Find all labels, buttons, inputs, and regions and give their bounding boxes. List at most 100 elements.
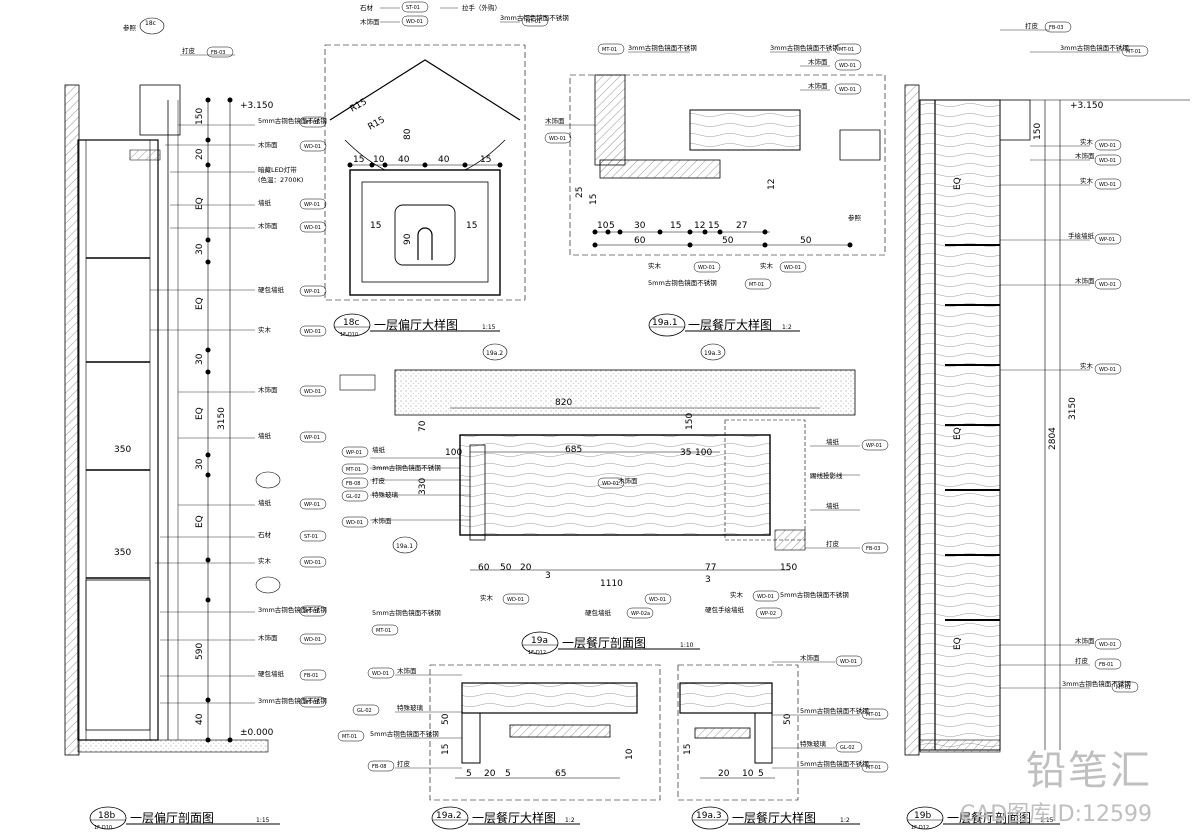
dim-685: 685 [565,445,582,455]
dim-20: 20 [195,148,205,160]
dim-330: 330 [418,478,428,495]
tag-wd01: WD-01 [372,671,389,677]
label-solid: 实木 [1080,361,1094,370]
label-stone: 石材 [258,530,272,539]
callout-18c: 18c [145,20,156,27]
tag-mt01: MT-01 [866,765,881,771]
dim-50: 50 [500,563,512,573]
dim-15: 15 [708,221,719,231]
dim-15: 15 [441,744,451,755]
tag-gl02: GL-02 [357,708,372,714]
label-wp: 墙纸 [258,431,272,440]
title-18c-id: 18c [343,318,359,328]
dim-12: 12 [694,221,705,231]
title-19a3-id: 19a.3 [696,811,722,821]
tag-wd01: WD-01 [839,63,856,69]
detail-18c: 15 10 40 40 15 80 90 15 15 R15 R15 石材 木饰… [324,1,569,301]
label-baseline: 踢线投影线 [810,471,843,480]
label-wood: 木饰面 [808,81,828,90]
dim-15: 15 [353,155,364,165]
title-19a1-name: 一层餐厅大样图 [688,317,772,332]
label-special-glass: 特殊玻璃 [372,490,399,499]
dim-10: 10 [373,155,385,165]
tag-wd01: WD-01 [406,19,423,25]
label-wood: 木饰面 [1075,636,1095,645]
tag-wd01: WD-01 [304,329,321,335]
title-18b-id: 18b [98,811,115,821]
dim-5: 5 [466,769,472,779]
dim-350: 350 [114,445,131,455]
dim-eq: EQ [953,177,963,190]
detail-19a2: 5 20 5 65 50 15 10 木饰面 特殊玻璃 5mm古铜色镜面不锈钢 … [337,664,661,801]
tag-wd01: WD-01 [304,389,321,395]
tag-wd01: WD-01 [304,637,321,643]
dim-3: 3 [545,571,551,581]
label-solid: 实木 [1080,137,1094,146]
tag-mt01: MT-01 [304,700,319,706]
label-brass: 5mm古铜色镜面不锈钢 [258,116,327,125]
tag-wd01: WD-01 [757,594,774,600]
callout-19a3: 19a.3 [704,350,721,357]
detail-19a1: 10 5 30 15 12 15 27 60 50 50 25 15 12 3m… [544,43,886,290]
elevation-18b: 150 20 EQ 30 EQ 30 EQ 30 EQ 590 40 3150 … [64,17,327,756]
dim-10: 10 [742,769,754,779]
label-brass: 3mm古铜色镜面不锈钢 [372,463,441,472]
dim-350: 350 [114,548,131,558]
dim-50: 50 [783,713,793,725]
label-solid: 实木 [648,261,662,270]
tag-fb01: FB-01 [304,673,318,679]
tag-wp01: WP-01 [304,435,320,441]
dim-r15: R15 [367,115,387,133]
label-wood: 木饰面 [258,385,278,394]
label-led-color: (色温：2700K) [258,175,303,184]
title-18b-ref: 1F-D10 [94,825,112,831]
title-blocks [89,313,1060,830]
tag-wd01: WD-01 [304,560,321,566]
title-19b-name: 一层餐厅剖面图 [947,810,1031,825]
tag-wd01: WD-01 [839,87,856,93]
title-18c-ref: 1F-D10 [340,332,358,338]
tag-mt01: MT-01 [346,467,361,473]
title-19b-scale: 1:15 [1040,817,1054,824]
dim-eq: EQ [195,407,205,420]
tag-wd01: WD-01 [1099,143,1116,149]
title-19b-ref: 1F-D12 [911,825,929,831]
label-hwp: 硬包墙纸 [258,669,285,678]
label-wp: 墙纸 [826,437,840,446]
title-19a1-scale: 1:2 [782,324,792,331]
label-brass: 5mm古铜色镜面不锈钢 [648,278,717,287]
label-solid: 实木 [760,261,774,270]
dim-77: 77 [705,563,716,573]
dim-90: 90 [403,233,413,245]
dim-5: 5 [505,769,511,779]
label-led: 暗藏LED灯带 [258,165,297,174]
title-19a-ref: 1F-D12 [528,650,546,656]
label-ref: 参照 [123,23,137,32]
tag-wp02: WP-02 [760,611,776,617]
tag-st01: ST-01 [406,5,420,11]
tag-wd01: WD-01 [649,597,666,603]
dim-35: 35 [680,448,691,458]
title-19a2-scale: 1:2 [565,817,575,824]
label-special-glass: 特殊玻璃 [800,739,827,748]
level-top: +3.150 [1070,101,1104,111]
label-wp: 墙纸 [372,445,386,454]
tag-mt01: MT-01 [866,712,881,718]
tag-gl02: GL-02 [840,745,855,751]
title-18c-name: 一层偏厅大样图 [374,317,458,332]
tag-wd01: WD-01 [1099,367,1116,373]
tag-fb03: FB-03 [211,50,225,56]
section-19a: 820 685 100 100 35 70 330 150 1110 60 50… [339,343,889,636]
label-wp: 墙纸 [258,498,272,507]
label-brass: 5mm古铜色镜面不锈钢 [370,729,439,738]
dim-60: 60 [478,563,490,573]
dim-1110: 1110 [600,579,623,589]
watermark-brand: 铅笔汇 [1026,748,1152,794]
dim-15: 15 [480,155,491,165]
elevation-19b: 2804 3150 EQ EQ EQ 150 +3.150 打皮 3mm古铜色镜… [904,21,1190,756]
title-19a2-id: 19a.2 [436,811,462,821]
tag-fb08: FB-08 [346,481,360,487]
label-wood: 木饰面 [372,516,392,525]
dim-30: 30 [195,353,205,365]
